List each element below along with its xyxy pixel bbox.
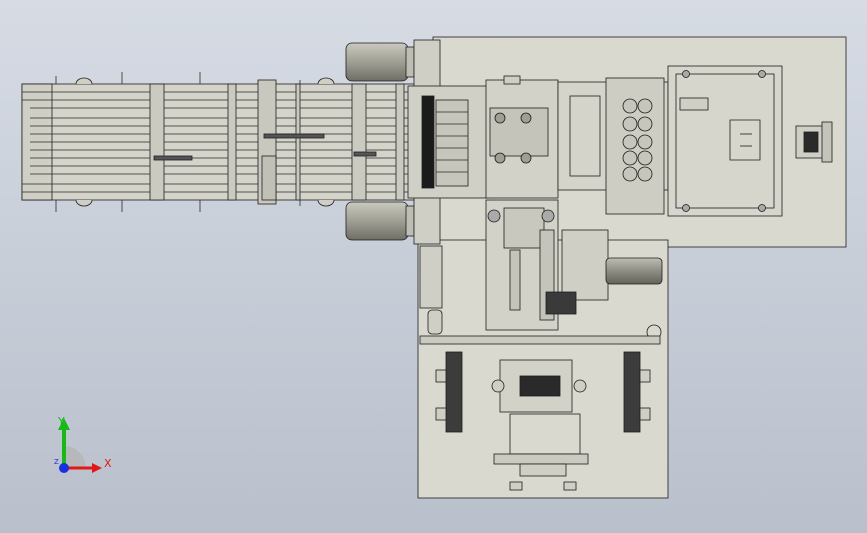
bottom-assembly — [435, 351, 651, 491]
side-motor — [605, 257, 663, 285]
lower-assembly — [419, 199, 663, 345]
axis-triad — [48, 412, 118, 484]
axis-x-label: X — [104, 457, 112, 470]
disc-module — [557, 77, 669, 215]
top-motor — [345, 42, 409, 82]
triad-graphic — [58, 418, 102, 473]
conveyor-assembly — [21, 72, 421, 212]
right-frame — [667, 65, 833, 217]
transfer-module — [407, 75, 559, 199]
axis-y-label: Y — [58, 415, 65, 428]
axis-z-label: Z — [54, 458, 59, 466]
bottom-motor — [345, 201, 409, 241]
